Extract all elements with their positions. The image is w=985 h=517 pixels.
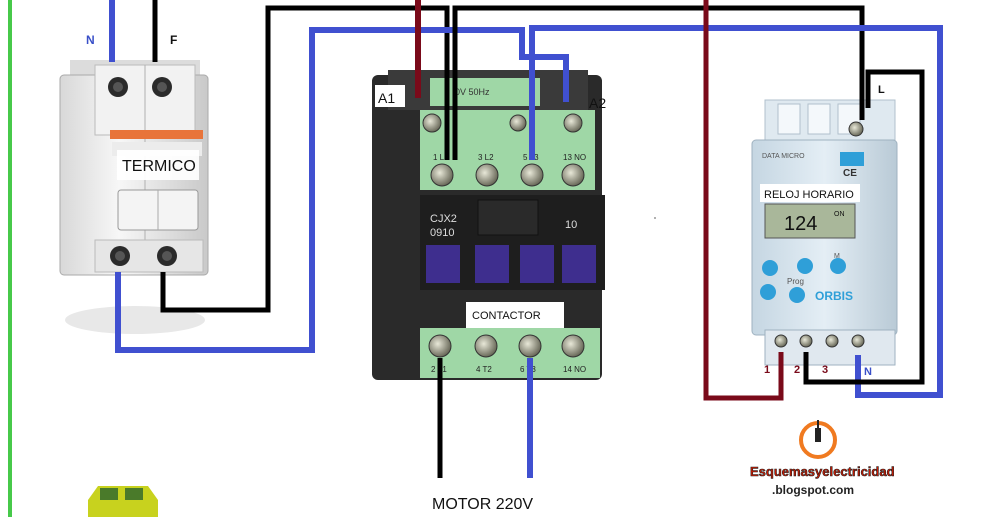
timer-button-plus[interactable]: [797, 258, 813, 274]
timer-terminal-n: N: [864, 366, 872, 378]
timer-screw-top: [848, 121, 864, 137]
timer-display: [764, 203, 856, 239]
contactor-coil-a1: A1: [378, 90, 395, 106]
contactor-rating: 0V 50Hz: [455, 87, 490, 97]
contactor-top-terminal-1: 1 L1: [433, 153, 449, 162]
contactor: 0V 50Hz 1 L1 3 L2 5 L3 13 NO CJX2 0910 1…: [372, 70, 606, 380]
contactor-bottom-terminal-14: 14 NO: [563, 365, 586, 374]
breaker-accent-stripe: [110, 130, 203, 139]
watermark-line1: Esquemasyelectricidad: [750, 464, 895, 479]
wire-phase-to-timer-l: [452, 5, 865, 160]
timer-button-label-m: M: [834, 253, 840, 260]
breaker: TERMICO N F: [59, 33, 209, 334]
contactor-model-line1: CJX2: [430, 213, 457, 225]
timer-terminal-1: 1: [764, 364, 770, 376]
timer-button-label-prog: Prog: [787, 277, 804, 286]
timer-brand-small: DATA MICRO: [762, 153, 805, 160]
wire-timer-l-return: [803, 69, 925, 385]
contactor-contact-2: [475, 245, 509, 283]
watermark-logo: [799, 420, 837, 459]
contactor-contact-4: [562, 245, 596, 283]
contactor-model-side: 10: [565, 219, 577, 231]
timer-button-reset[interactable]: [760, 284, 776, 300]
timer-terminal-2: 2: [794, 364, 800, 376]
motor-label: MOTOR 220V: [432, 496, 533, 513]
watermark-line2: .blogspot.com: [772, 483, 854, 497]
timer-button-clock[interactable]: [762, 260, 778, 276]
wire-breaker-out-phase: [160, 5, 450, 313]
timer-display-unit: ON: [834, 211, 845, 218]
timer-button-m[interactable]: [830, 258, 846, 274]
timer-ce-mark: CE: [843, 168, 857, 179]
ground-rail: [8, 0, 12, 517]
wire-timer-1-control: [703, 0, 784, 401]
contactor-model-line2: 0910: [430, 227, 454, 239]
breaker-name: TERMICO: [122, 158, 196, 175]
contactor-bottom-terminal-4: 4 T2: [476, 365, 492, 374]
timer-button-prog[interactable]: [789, 287, 805, 303]
contactor-name: CONTACTOR: [472, 310, 541, 322]
timer: DATA MICRO CE RELOJ HORARIO 124 ON M Pro…: [751, 84, 898, 378]
contactor-contact-1: [426, 245, 460, 283]
timer-name: RELOJ HORARIO: [764, 189, 854, 201]
breaker-label-f: F: [170, 33, 177, 47]
timer-display-value: 124: [784, 213, 817, 235]
wires: [109, 0, 943, 478]
wire-neutral-to-timer-n: [529, 25, 943, 398]
contactor-top-terminal-13: 13 NO: [563, 153, 586, 162]
timer-brand: ORBIS: [815, 289, 853, 303]
timer-terminal-3: 3: [822, 364, 828, 376]
ground-terminal-block: [88, 486, 158, 517]
breaker-label-n: N: [86, 33, 95, 47]
contactor-top-terminal-3: 3 L2: [478, 153, 494, 162]
timer-terminal-l: L: [878, 84, 885, 96]
contactor-top-screws: [422, 113, 585, 187]
contactor-coil-a2: A2: [589, 95, 606, 111]
contactor-contact-3: [520, 245, 554, 283]
